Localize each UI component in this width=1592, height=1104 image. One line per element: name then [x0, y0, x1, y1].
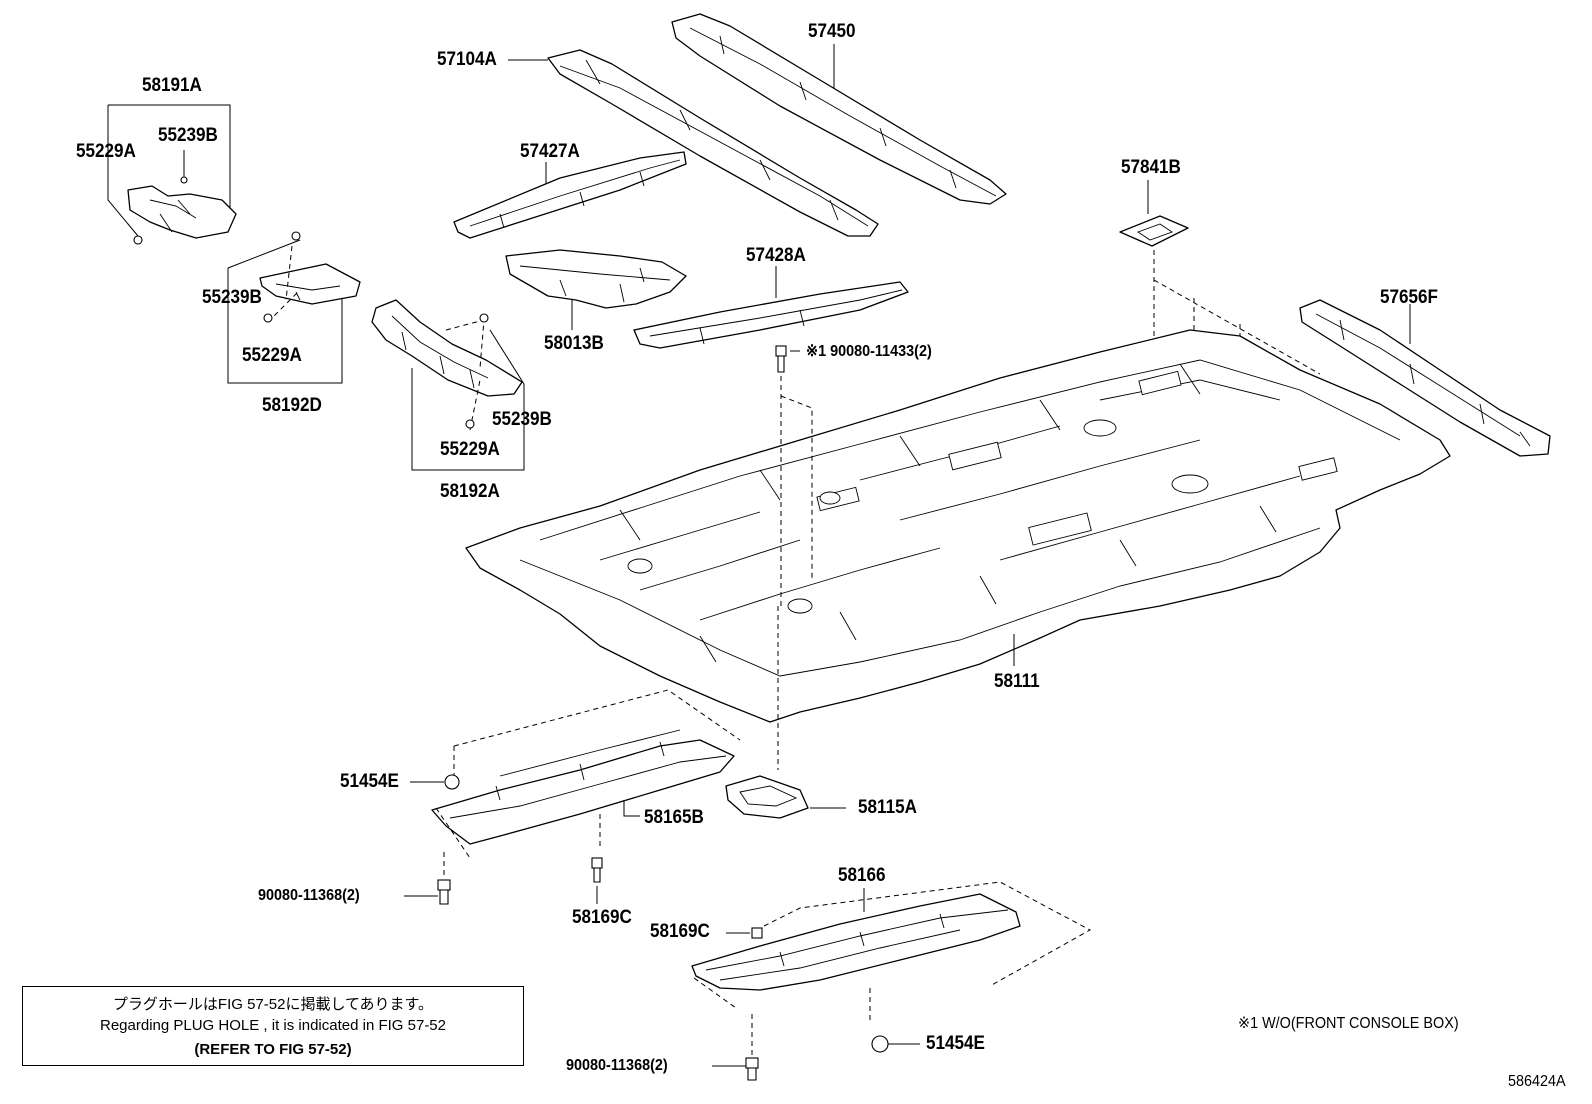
label-57450: 57450	[808, 21, 856, 42]
label-51454E-2: 51454E	[926, 1033, 985, 1054]
fastener-90080-11433	[775, 345, 813, 770]
part-58115A	[725, 775, 846, 819]
fastener-58169C-2	[726, 927, 763, 939]
label-58013B: 58013B	[544, 333, 604, 354]
fastener-51454E-1	[410, 774, 460, 790]
label-57104A: 57104A	[437, 49, 497, 70]
plug-hole-note: プラグホールはFIG 57-52に掲載してあります。 Regarding PLU…	[22, 986, 524, 1066]
fastener-90080-11368-2	[712, 1014, 759, 1081]
label-55239B-1: 55239B	[158, 125, 218, 146]
part-58111	[465, 329, 1451, 723]
fastener-58169C-1	[591, 857, 603, 904]
label-58166: 58166	[838, 865, 886, 886]
label-58115A: 58115A	[858, 797, 917, 818]
label-57656F: 57656F	[1380, 287, 1439, 308]
label-55239B-3: 55239B	[492, 409, 552, 430]
label-55239B-2: 55239B	[202, 287, 262, 308]
label-58169C-2: 58169C	[650, 921, 710, 942]
label-55229A-3: 55229A	[440, 439, 500, 460]
footnote-w-o-console: ※1 W/O(FRONT CONSOLE BOX)	[1238, 1015, 1459, 1032]
note-reference: (REFER TO FIG 57-52)	[194, 1041, 352, 1058]
label-90080-11368-1: 90080-11368(2)	[258, 887, 360, 904]
part-57450	[671, 13, 1007, 205]
fastener-51454E-2	[871, 1035, 920, 1053]
label-58111: 58111	[994, 671, 1040, 692]
figure-id: 586424A	[1508, 1073, 1566, 1090]
label-57841B: 57841B	[1121, 157, 1181, 178]
part-58165B	[431, 689, 741, 859]
label-58192A: 58192A	[440, 481, 500, 502]
part-57841B	[1119, 180, 1321, 420]
label-58169C-1: 58169C	[572, 907, 632, 928]
label-55229A-2: 55229A	[242, 345, 302, 366]
part-57428A	[633, 266, 909, 349]
fastener-90080-11368-1	[404, 852, 451, 905]
part-58192D	[227, 231, 361, 384]
part-57656F	[1299, 299, 1551, 457]
label-51454E-1: 51454E	[340, 771, 399, 792]
label-55229A-1: 55229A	[76, 141, 136, 162]
part-58192A	[371, 299, 525, 471]
label-57428A: 57428A	[746, 245, 806, 266]
note-japanese: プラグホールはFIG 57-52に掲載してあります。	[112, 996, 434, 1013]
part-57104A	[508, 49, 879, 237]
label-90080-11433: ※1 90080-11433(2)	[806, 343, 932, 360]
part-58191A	[107, 104, 237, 245]
part-58166	[691, 881, 1092, 1024]
label-90080-11368-2: 90080-11368(2)	[566, 1057, 668, 1074]
part-58013B	[505, 249, 687, 330]
label-58191A: 58191A	[142, 75, 202, 96]
label-57427A: 57427A	[520, 141, 580, 162]
note-english: Regarding PLUG HOLE , it is indicated in…	[100, 1017, 446, 1034]
part-57427A	[453, 151, 687, 239]
label-58192D: 58192D	[262, 395, 322, 416]
label-58165B: 58165B	[644, 807, 704, 828]
